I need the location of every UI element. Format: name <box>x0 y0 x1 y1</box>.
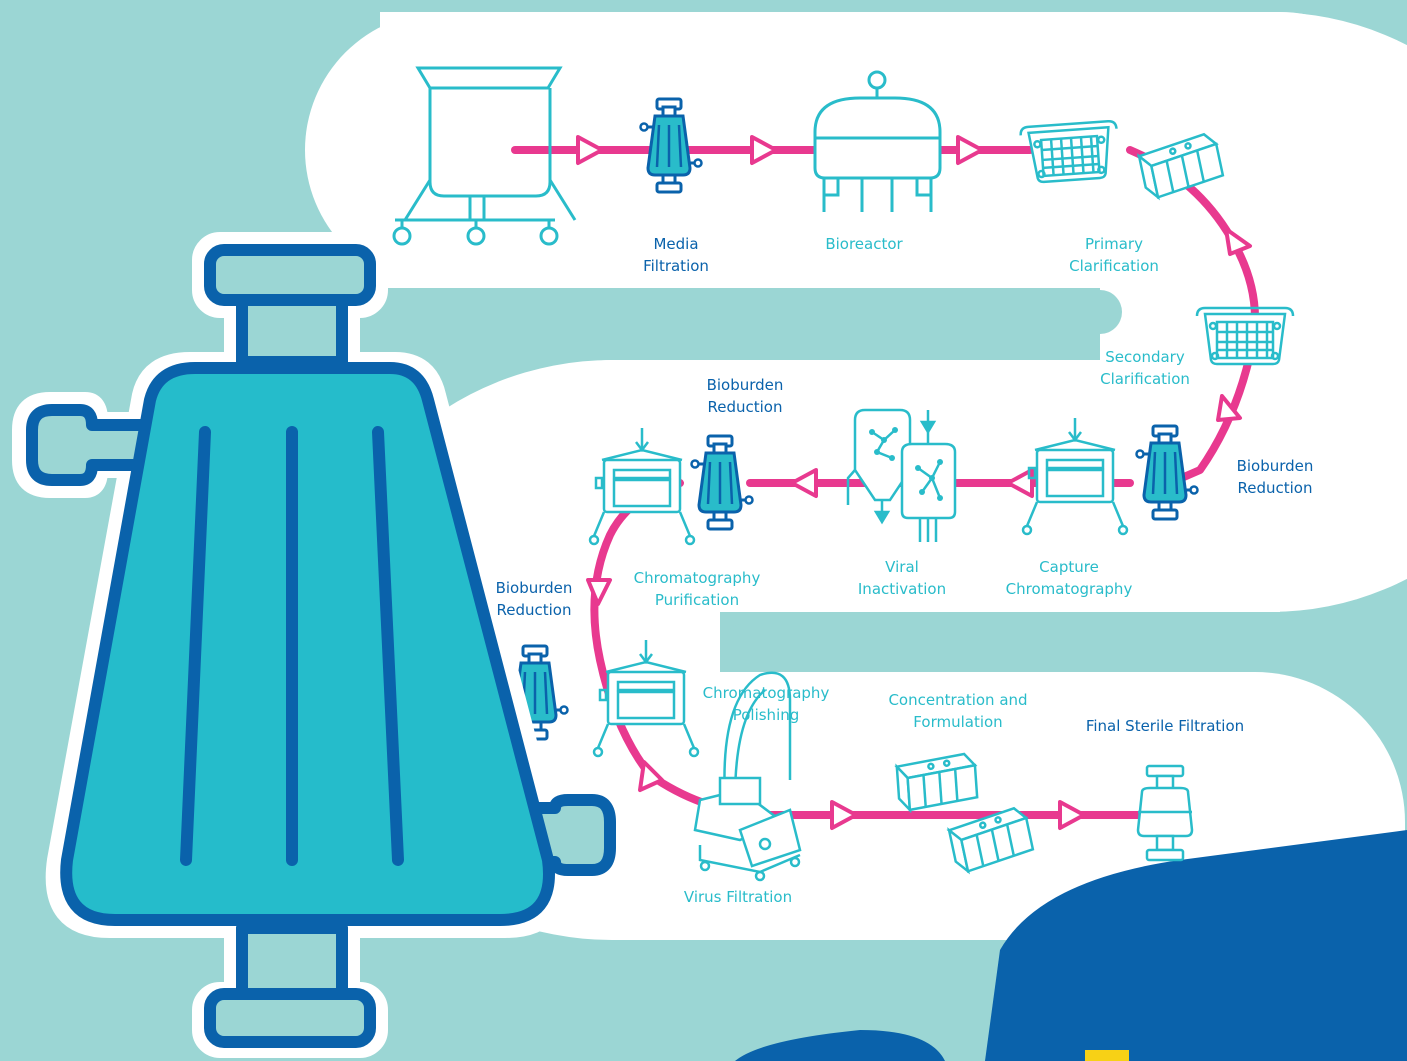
label-bioreactor: Bioreactor <box>825 235 903 253</box>
media-tank-icon <box>392 66 577 246</box>
label-virus-filtration: Virus Filtration <box>683 888 793 906</box>
flow-arrows <box>576 135 1252 830</box>
sterile-filter-icon <box>1136 764 1194 862</box>
large-filter-capsule-icon <box>12 232 628 1058</box>
label-final-sterile-filtration: Final Sterile Filtration <box>1085 717 1245 735</box>
lane-divider-1 <box>470 290 1122 334</box>
bottom-blob <box>735 1030 945 1061</box>
bioreactor-icon <box>813 70 942 212</box>
corner-blob <box>985 830 1407 1061</box>
virus-filter-skid-icon <box>693 671 802 882</box>
lane-divider-2 <box>720 624 1407 672</box>
accent-mark <box>1085 1050 1129 1061</box>
inactivation-tanks-icon <box>846 408 957 542</box>
depth-filter-icon <box>1195 306 1295 366</box>
